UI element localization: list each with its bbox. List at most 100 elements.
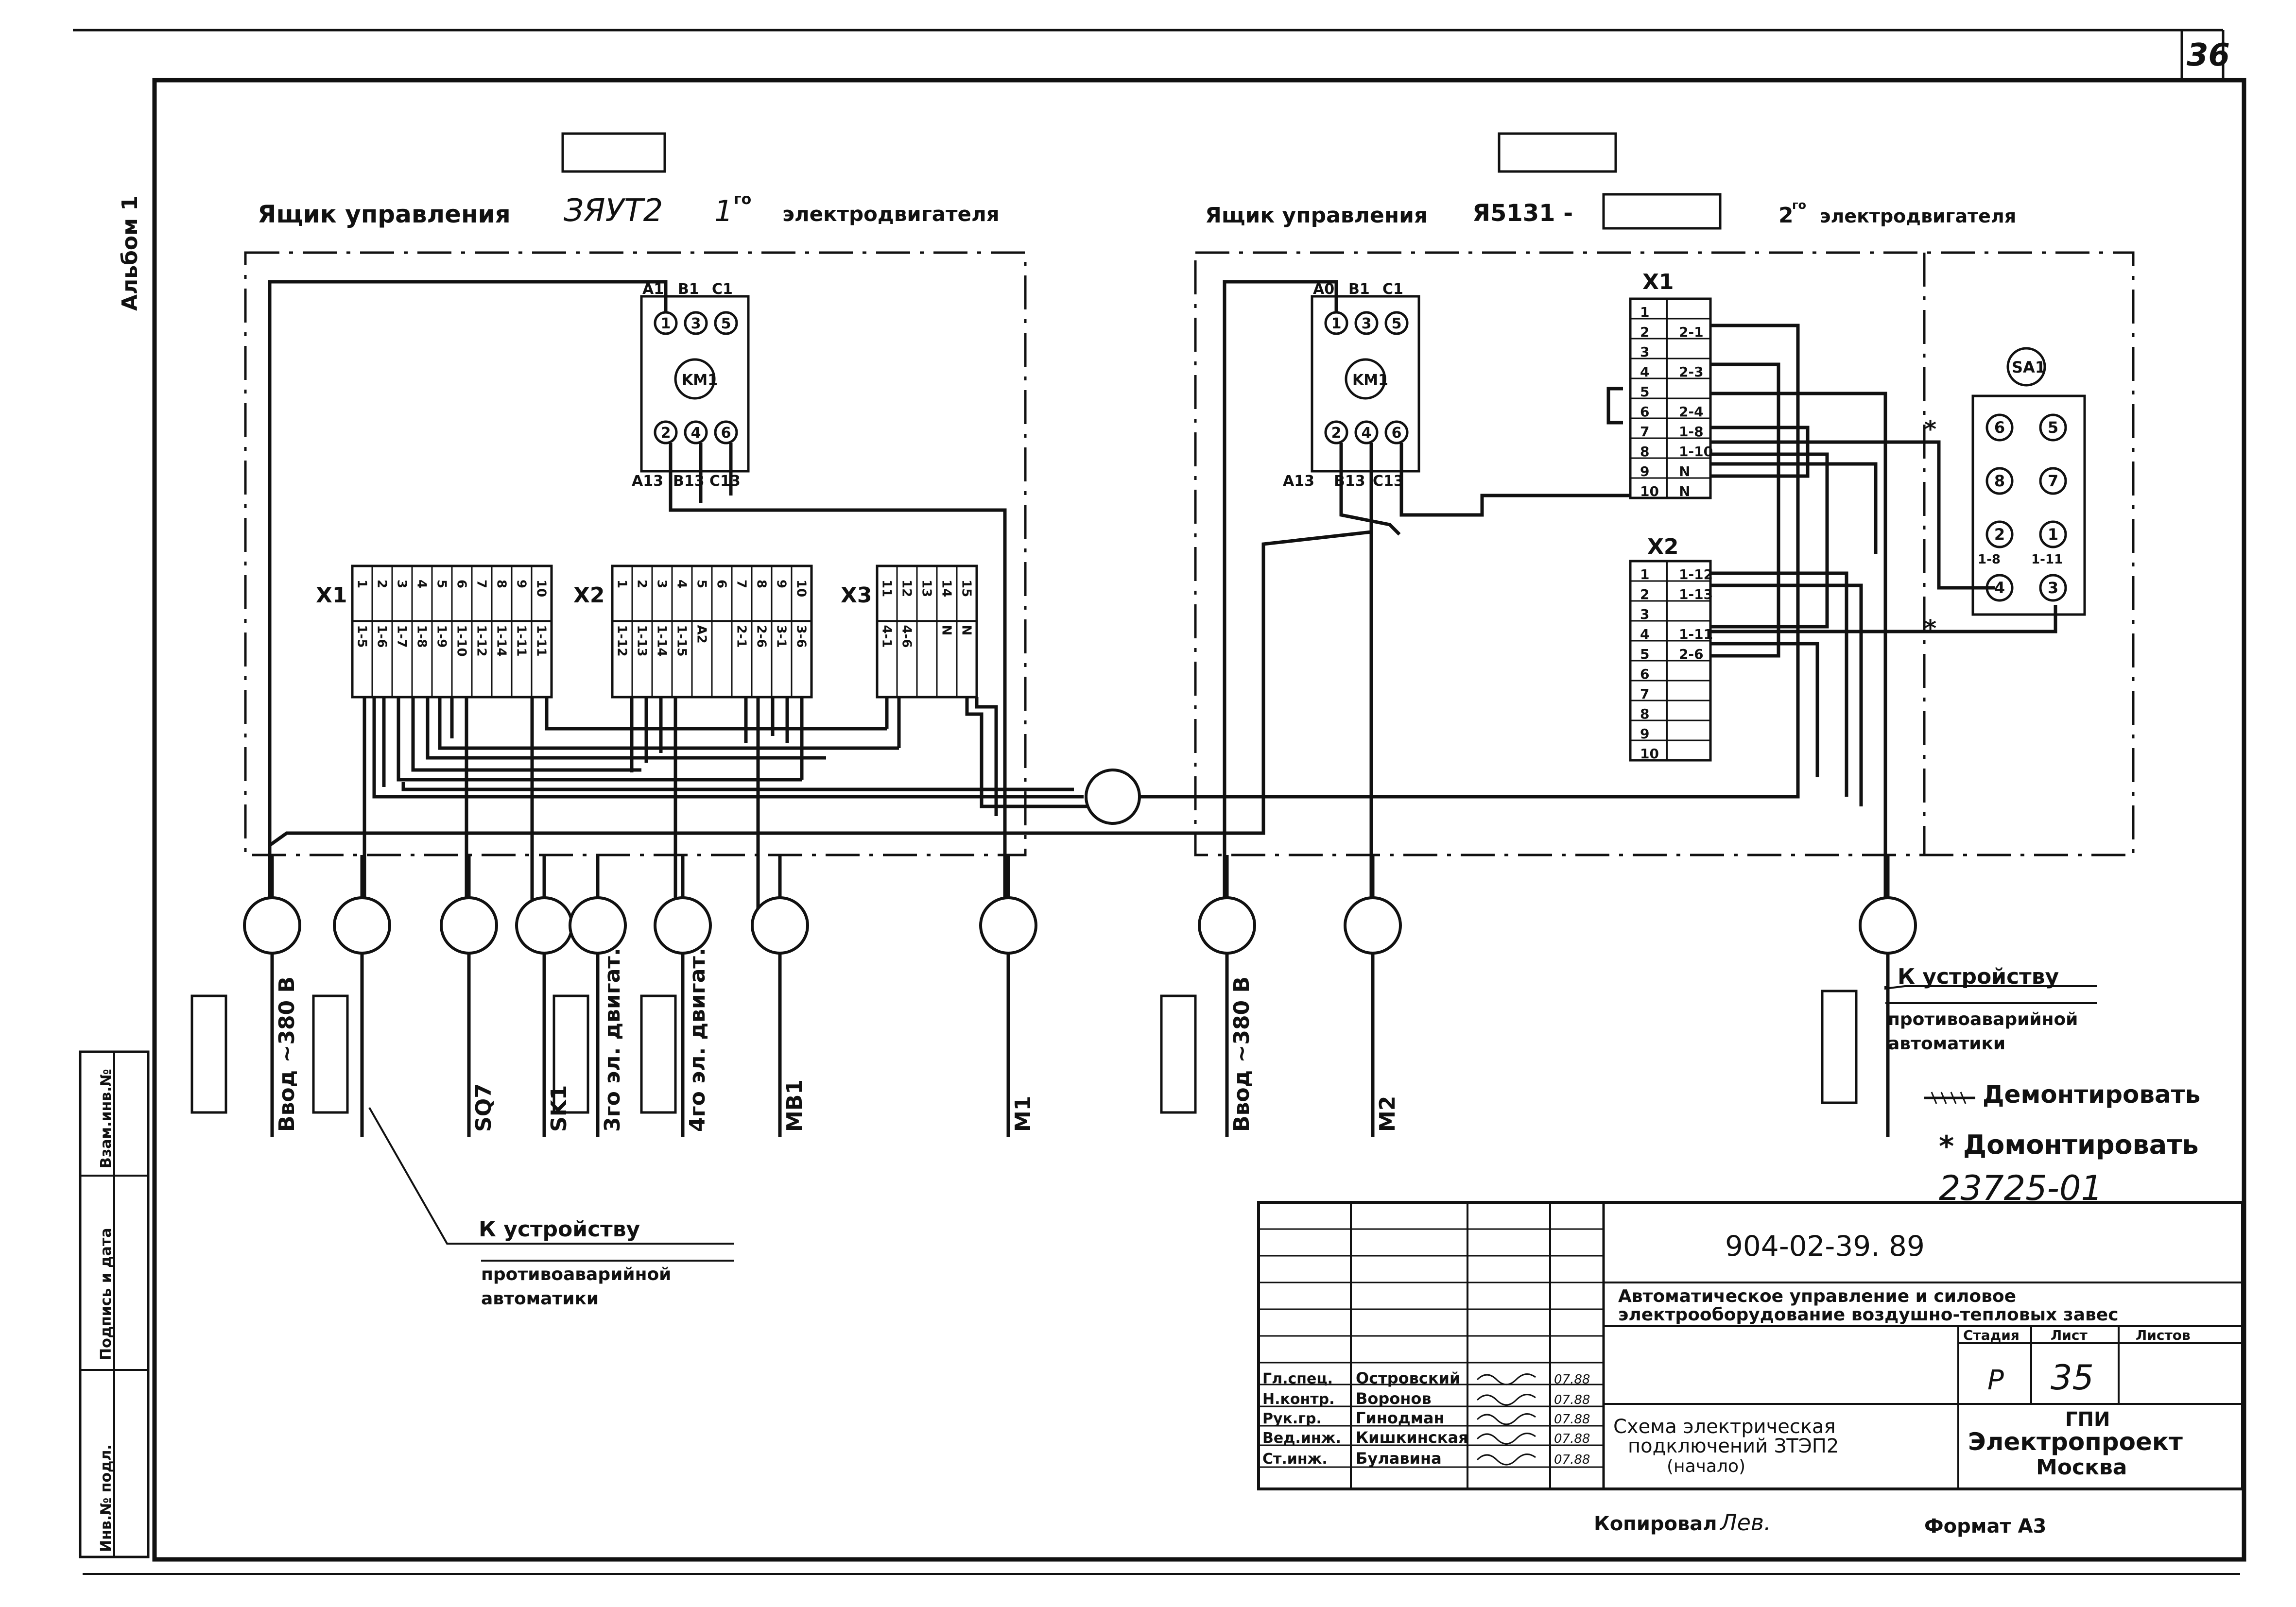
legend-mount: Домонтировать bbox=[1963, 1129, 2199, 1160]
box2-pin: 1 bbox=[1331, 315, 1342, 332]
cable-gland bbox=[1859, 896, 1917, 955]
box1-pin: 3 bbox=[691, 315, 701, 332]
control-box-1: Ящик управления ЗЯУТ2 1 го электродвигат… bbox=[244, 132, 1229, 918]
cable-tag-box bbox=[1160, 994, 1197, 1114]
staff-name: Кишкинская bbox=[1356, 1428, 1468, 1447]
box1-ordinal: 1 bbox=[714, 194, 733, 228]
terminal-number: 6 bbox=[1640, 404, 1649, 420]
box1-ordinal-sup: го bbox=[734, 191, 751, 208]
legend-dismantle: Демонтировать bbox=[1983, 1080, 2200, 1109]
switch-pin bbox=[2039, 574, 2067, 602]
cable-label: SK1 bbox=[547, 1085, 571, 1132]
staff-role: Ст.инж. bbox=[1262, 1451, 1328, 1468]
cable-gland bbox=[1344, 896, 1402, 955]
terminal-wire-label: A2 bbox=[694, 625, 709, 644]
switch-pin-number: 8 bbox=[1994, 472, 2005, 490]
box2-top-terminal: A0 bbox=[1313, 281, 1334, 298]
terminal-wire-label: 1-13 bbox=[635, 625, 649, 657]
terminal-number: 2 bbox=[1640, 324, 1649, 340]
terminal-wire-label: 1-10 bbox=[454, 625, 469, 657]
cable-gland bbox=[569, 896, 627, 955]
staff-name: Гинодман bbox=[1356, 1409, 1445, 1427]
cable-tag-box bbox=[190, 994, 227, 1114]
terminal-number: 8 bbox=[1640, 706, 1649, 722]
staff-role: Вед.инж. bbox=[1262, 1430, 1341, 1447]
box2-contactor-label: KM1 bbox=[1352, 372, 1388, 389]
box2-ordinal-sup: го bbox=[1792, 198, 1806, 212]
terminal-number: 5 bbox=[1640, 646, 1649, 662]
terminal-number: 1 bbox=[1640, 304, 1649, 320]
copied-by: Копировал bbox=[1594, 1513, 1717, 1535]
box1-bottom-terminal: C13 bbox=[709, 473, 741, 490]
box2-bottom-terminal: C13 bbox=[1373, 473, 1404, 490]
sheet-value: 35 bbox=[2051, 1358, 2094, 1398]
box2-switch-wire: 1-8 bbox=[1978, 552, 2001, 567]
switch-pin bbox=[1985, 520, 2014, 548]
staff-name: Булавина bbox=[1356, 1449, 1442, 1468]
terminal-number: 8 bbox=[494, 580, 509, 588]
box2-pin: 3 bbox=[1362, 315, 1372, 332]
box1-contactor-label: KM1 bbox=[682, 372, 718, 389]
box2-enclosure bbox=[1194, 251, 2135, 856]
box2-switch-wire: 1-11 bbox=[2031, 552, 2063, 567]
terminal-wire-label: 1-8 bbox=[414, 625, 429, 648]
terminal-number: 3 bbox=[1640, 606, 1649, 622]
terminal-wire-label: 2-3 bbox=[1679, 364, 1704, 380]
box2-pin: 5 bbox=[1392, 315, 1402, 332]
cable-gland bbox=[515, 896, 573, 955]
box2-switch-label: SA1 bbox=[2012, 358, 2046, 376]
drawing-name-3: (начало) bbox=[1667, 1456, 1745, 1476]
terminal-number: 1 bbox=[1640, 566, 1649, 582]
box2-suffix: электродвигателя bbox=[1820, 205, 2016, 227]
switch-pin bbox=[2039, 467, 2067, 495]
copied-signature: Лев. bbox=[1719, 1509, 1771, 1536]
cable-label: 3го эл. двигат. bbox=[600, 948, 625, 1132]
signature-scribble bbox=[1476, 1413, 1536, 1425]
terminal-number: 7 bbox=[734, 580, 749, 588]
terminal-wire-label: 3-1 bbox=[774, 625, 789, 648]
terminal-number: 9 bbox=[774, 580, 789, 588]
terminal-number: 3 bbox=[655, 580, 669, 588]
callout-right-line1: К устройству bbox=[1898, 964, 2059, 989]
box1-pin: 5 bbox=[721, 315, 731, 332]
terminal-wire-label: 1-5 bbox=[355, 625, 369, 648]
staff-name: Воронов bbox=[1356, 1389, 1432, 1408]
callout-right-line3: автоматики bbox=[1888, 1034, 2005, 1054]
terminal-number: 11 bbox=[880, 580, 894, 597]
terminal-number: 4 bbox=[674, 580, 689, 588]
cable-label: SQ7 bbox=[471, 1083, 496, 1132]
box1-top-terminal: C1 bbox=[712, 281, 733, 298]
terminal-wire-label: 4-6 bbox=[899, 625, 914, 648]
legend-star: * bbox=[1939, 1129, 1954, 1163]
terminal-wire-label: 1-14 bbox=[494, 625, 509, 657]
stage-header: Стадия bbox=[1963, 1327, 2020, 1343]
cable-label: Ввод ~380 В bbox=[275, 976, 299, 1132]
box1-bottom-terminal: A13 bbox=[632, 473, 663, 490]
cable-gland bbox=[751, 896, 809, 955]
box1-enclosure bbox=[244, 251, 1027, 856]
terminal-wire-label: 1-10 bbox=[1679, 444, 1713, 460]
terminal-wire-label: 1-11 bbox=[534, 625, 549, 657]
cable-gland bbox=[333, 896, 391, 955]
terminal-block-frame bbox=[876, 564, 978, 699]
cable-label: M2 bbox=[1375, 1096, 1400, 1132]
box1-title: Ящик управления bbox=[258, 200, 511, 228]
terminal-wire-label: 1-7 bbox=[395, 625, 409, 648]
terminal-wire-label: 1-12 bbox=[474, 625, 489, 657]
cable-label: M1 bbox=[1011, 1096, 1036, 1132]
cable-label: 4го эл. двигат. bbox=[685, 948, 710, 1132]
terminal-number: 13 bbox=[919, 580, 934, 597]
terminal-number: 5 bbox=[1640, 384, 1649, 400]
terminal-wire-label: 1-11 bbox=[514, 625, 529, 657]
terminal-wire-label: 2-6 bbox=[754, 625, 769, 648]
terminal-wire-label: 2-4 bbox=[1679, 404, 1704, 420]
stage-value: Р bbox=[1987, 1365, 2004, 1396]
box2-pin: 4 bbox=[1362, 425, 1372, 442]
box1-x1-label: X1 bbox=[316, 583, 347, 608]
switch-pin-number: 3 bbox=[2048, 579, 2058, 597]
project-name-1: Автоматическое управление и силовое bbox=[1618, 1286, 2016, 1306]
box2-type: Я5131 - bbox=[1472, 200, 1573, 227]
terminal-number: 3 bbox=[1640, 344, 1649, 360]
